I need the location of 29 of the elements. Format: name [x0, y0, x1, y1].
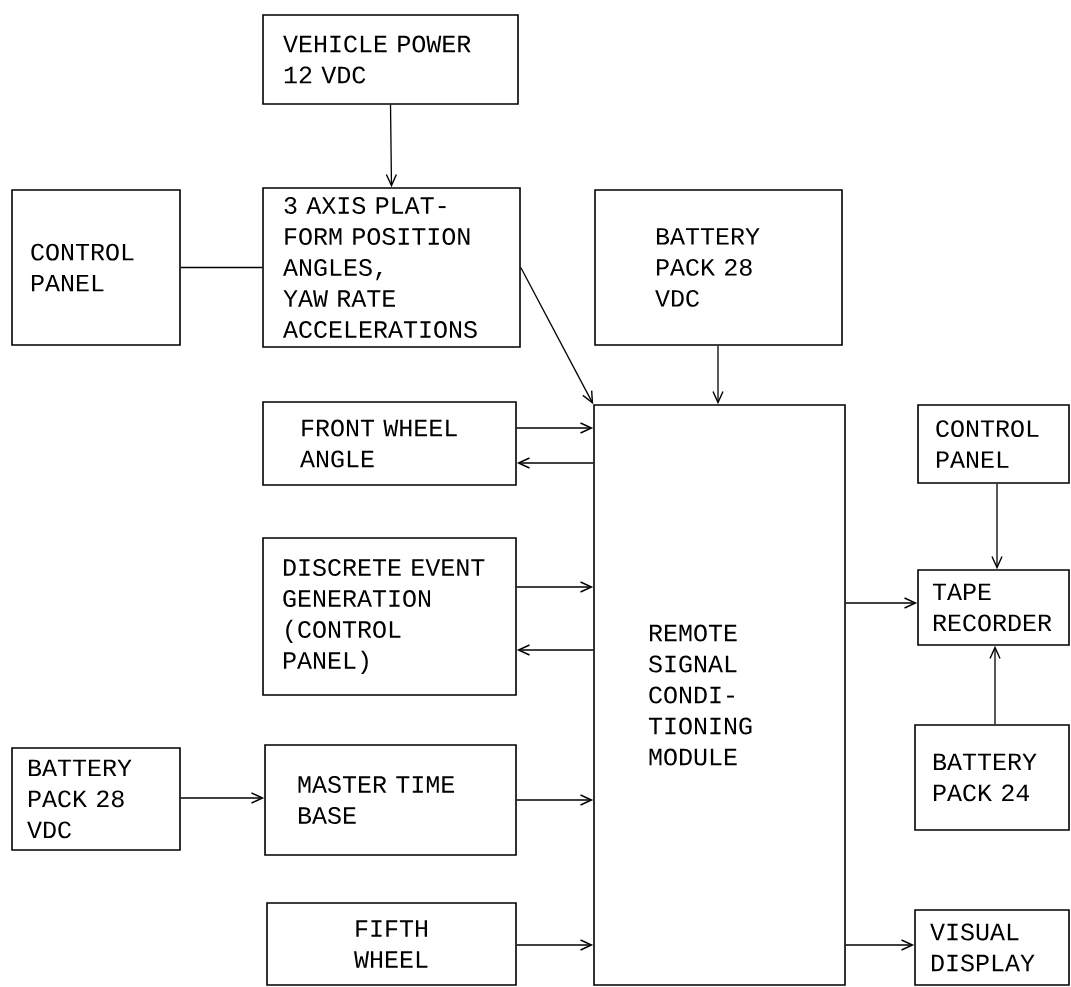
arrow [516, 644, 594, 656]
process-box: VISUAL DISPLAY [914, 909, 1070, 986]
arrow [845, 597, 918, 609]
arrow [845, 939, 915, 951]
process-box: CONTROL PANEL [11, 189, 181, 346]
arrow [516, 422, 594, 434]
arrow [712, 345, 724, 405]
arrow [516, 457, 594, 469]
module-box: REMOTE SIGNAL CONDI- TIONING MODULE [593, 404, 846, 986]
process-box: BATTERY PACK 28 VDC [11, 747, 181, 851]
process-box: BATTERY PACK 24 [914, 724, 1070, 831]
process-box: FIFTH WHEEL [266, 902, 517, 986]
arrow [516, 794, 594, 806]
arrow [180, 792, 265, 804]
arrow [516, 581, 594, 593]
process-box: MASTER TIME BASE [264, 744, 517, 856]
arrow [516, 939, 594, 951]
arrow [989, 645, 1001, 725]
arrow [991, 483, 1003, 570]
process-box: TAPE RECORDER [917, 569, 1070, 646]
process-box: VEHICLE POWER 12 VDC [262, 14, 519, 105]
process-box: DISCRETE EVENT GENERATION (CONTROL PANEL) [262, 537, 517, 696]
arrow [385, 104, 398, 188]
process-box: CONTROL PANEL [917, 404, 1070, 484]
process-box: FRONT WHEEL ANGLE [262, 401, 517, 486]
connector-line [180, 266, 263, 269]
process-box: BATTERY PACK 28 VDC [594, 189, 843, 346]
arrow [520, 266, 594, 405]
process-box: 3 AXIS PLAT- FORM POSITION ANGLES, YAW RATE ACCELERATIONS [262, 187, 521, 348]
